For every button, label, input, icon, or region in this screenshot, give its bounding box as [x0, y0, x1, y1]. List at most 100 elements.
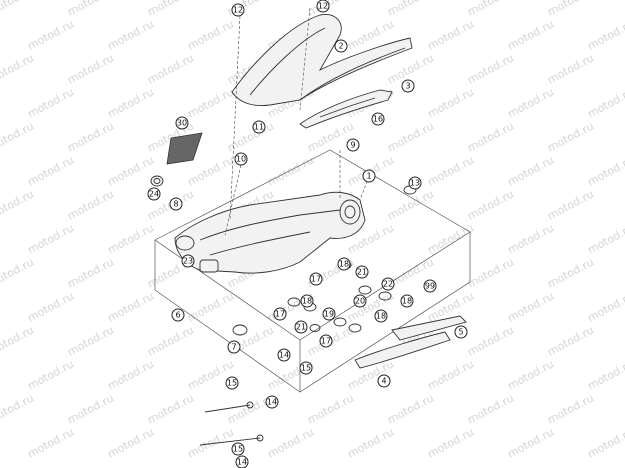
callout: 24 [147, 187, 161, 201]
watermark-text: motod.ru [505, 357, 556, 392]
callout: 21 [294, 320, 308, 334]
watermark-text: motod.ru [65, 391, 116, 426]
callout: 11 [252, 120, 266, 134]
callout: 20 [353, 294, 367, 308]
watermark-text: motod.ru [0, 391, 36, 426]
watermark-text: motod.ru [225, 119, 276, 154]
part-4-chain-slider [354, 331, 451, 369]
watermark-text: motod.ru [25, 357, 76, 392]
part-2-subframe [231, 14, 413, 106]
svg-text:30: 30 [177, 119, 187, 128]
watermark-text: motod.ru [185, 17, 236, 52]
watermark-text: motod.ru [305, 391, 356, 426]
part-30-pad [166, 132, 203, 165]
callout: 13 [408, 176, 422, 190]
callout: 21 [355, 265, 369, 279]
callout: 2 [334, 39, 348, 53]
watermark-text: motod.ru [465, 323, 516, 358]
watermark-text: motod.ru [25, 153, 76, 188]
callout: 18 [374, 309, 388, 323]
callout: 14 [265, 395, 279, 409]
callout: 16 [371, 112, 385, 126]
svg-text:13: 13 [410, 179, 420, 188]
watermark-text: motod.ru [25, 17, 76, 52]
watermark-text: motod.ru [265, 425, 316, 460]
bearing-kit [232, 185, 417, 336]
watermark-text: motod.ru [505, 85, 556, 120]
callout: 12 [316, 0, 330, 13]
watermark-text: motod.ru [505, 425, 556, 460]
watermark-text: motod.ru [545, 323, 596, 358]
callout: 30 [175, 116, 189, 130]
svg-text:16: 16 [373, 115, 383, 124]
watermark-text: motod.ru [545, 0, 596, 19]
watermark-text: motod.ru [465, 51, 516, 86]
watermark-text: motod.ru [545, 119, 596, 154]
svg-text:18: 18 [402, 297, 412, 306]
watermark-text: motod.ru [505, 289, 556, 324]
callout: 9 [346, 138, 360, 152]
watermark-text: motod.ru [0, 0, 36, 19]
callout: 3 [401, 79, 415, 93]
watermark-text: motod.ru [25, 85, 76, 120]
part-3-bracket [299, 89, 393, 129]
callout: 5 [454, 325, 468, 339]
svg-text:20: 20 [355, 297, 365, 306]
callout: 19 [322, 307, 336, 321]
svg-text:15: 15 [227, 379, 237, 388]
watermark-text: motod.ru [465, 0, 516, 19]
watermark-text: motod.ru [65, 323, 116, 358]
callout: 18 [337, 257, 351, 271]
callout: 15 [225, 376, 239, 390]
watermark-text: motod.ru [25, 221, 76, 256]
watermark-text: motod.ru [185, 85, 236, 120]
watermark-text: motod.ru [425, 357, 476, 392]
watermark-text: motod.ru [585, 153, 625, 188]
callout: 8 [169, 197, 183, 211]
watermark-text: motod.ru [145, 323, 196, 358]
watermark-text: motod.ru [0, 187, 36, 222]
watermark-text: motod.ru [585, 17, 625, 52]
watermark-text: motod.ru [545, 391, 596, 426]
watermark-text: motod.ru [105, 85, 156, 120]
watermark-text: motod.ru [385, 187, 436, 222]
watermark-text: motod.ru [185, 289, 236, 324]
part-1-main-frame [174, 191, 366, 274]
callout: 15 [299, 361, 313, 375]
callout: 18 [300, 294, 314, 308]
callout: 6 [171, 308, 185, 322]
watermark-text: motod.ru [105, 425, 156, 460]
watermark-text: motod.ru [545, 51, 596, 86]
svg-text:3: 3 [405, 82, 410, 91]
watermark-text: motod.ru [585, 221, 625, 256]
svg-text:24: 24 [149, 190, 159, 199]
watermark-text: motod.ru [425, 85, 476, 120]
callout: 7 [227, 340, 241, 354]
svg-text:7: 7 [231, 343, 236, 352]
watermark-text: motod.ru [0, 255, 36, 290]
watermark-text: motod.ru [145, 51, 196, 86]
callout: 14 [277, 348, 291, 362]
callout: 4 [377, 374, 391, 388]
svg-text:12: 12 [318, 2, 328, 11]
callout: 12 [231, 3, 245, 17]
watermark-text: motod.ru [385, 119, 436, 154]
watermark-text: motod.ru [185, 425, 236, 460]
watermark-text: motod.ru [425, 425, 476, 460]
watermark-text: motod.ru [505, 221, 556, 256]
watermark-text: motod.ru [385, 391, 436, 426]
svg-text:22: 22 [383, 280, 393, 289]
watermark-text: motod.ru [105, 289, 156, 324]
watermark-text: motod.ru [465, 119, 516, 154]
svg-text:15: 15 [233, 445, 243, 454]
watermark-text: motod.ru [465, 255, 516, 290]
watermark-text: motod.ru [425, 17, 476, 52]
callout: 17 [309, 272, 323, 286]
watermark-text: motod.ru [0, 51, 36, 86]
callout: 99 [423, 279, 437, 293]
callout: 17 [273, 307, 287, 321]
svg-text:17: 17 [321, 337, 331, 346]
watermark-text: motod.ru [105, 17, 156, 52]
lower-bolts [199, 401, 264, 446]
svg-text:14: 14 [237, 458, 247, 467]
